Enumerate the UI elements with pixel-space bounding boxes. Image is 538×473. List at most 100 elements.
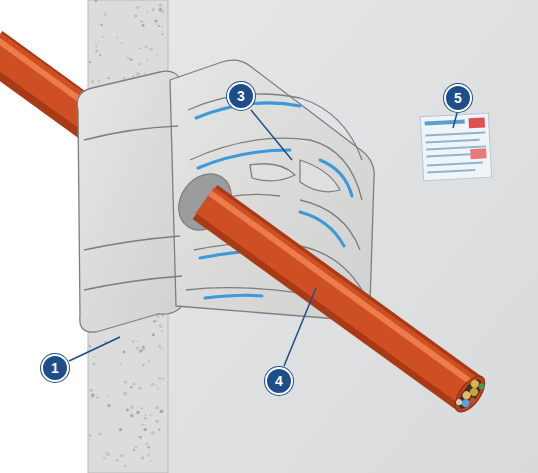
concrete-speckle [91,393,94,396]
concrete-speckle [91,80,94,83]
concrete-speckle [95,45,97,47]
label-plate [420,113,491,180]
concrete-speckle [89,61,91,63]
concrete-speckle [93,20,94,21]
concrete-speckle [142,424,144,426]
concrete-speckle [130,386,132,388]
concrete-speckle [99,54,101,56]
concrete-speckle [140,20,143,23]
concrete-speckle [136,6,139,9]
concrete-speckle [159,4,163,8]
concrete-speckle [124,465,126,467]
concrete-speckle [147,446,149,448]
concrete-speckle [151,431,155,435]
concrete-speckle [106,453,110,457]
concrete-speckle [162,377,165,380]
concrete-speckle [106,395,108,397]
leader-line [284,288,316,366]
concrete-speckle [102,36,104,38]
concrete-speckle [157,388,159,390]
concrete-speckle [133,76,135,78]
leader-line [453,113,457,128]
concrete-speckle [162,26,163,27]
concrete-speckle [136,72,140,76]
concrete-speckle [134,14,138,18]
concrete-speckle [161,326,163,328]
concrete-speckle [155,406,159,410]
concrete-speckle [121,42,123,44]
concrete-speckle [146,11,148,13]
concrete-speckle [158,429,160,431]
concrete-speckle [145,415,146,416]
concrete-speckle [151,383,154,386]
concrete-speckle [126,409,129,412]
concrete-speckle [135,446,137,448]
concrete-speckle [127,15,128,16]
concrete-speckle [159,381,161,383]
concrete-speckle [130,414,133,417]
concrete-speckle [151,460,153,462]
concrete-speckle [123,351,126,354]
concrete-speckle [155,419,159,423]
concrete-speckle [145,45,148,48]
concrete-speckle [107,77,109,79]
concrete-speckle [123,392,127,396]
concrete-speckle [130,58,133,61]
concrete-speckle [139,349,142,352]
concrete-speckle [133,449,135,451]
concrete-speckle [152,333,155,336]
concrete-speckle [162,17,164,19]
concrete-speckle [104,13,106,15]
callout-text: 4 [275,374,283,388]
concrete-speckle [103,457,106,460]
concrete-speckle [89,345,91,347]
leader-line [251,110,292,160]
leader-lines [69,110,457,366]
concrete-speckle [136,341,138,343]
concrete-speckle [128,57,130,59]
concrete-speckle [139,436,142,439]
concrete-speckle [145,442,148,445]
concrete-speckle [153,320,156,323]
concrete-speckle [144,72,146,74]
concrete-speckle [107,404,110,407]
concrete-speckle [149,48,153,52]
concrete-speckle [120,454,123,457]
cable [205,193,472,394]
concrete-speckle [144,417,147,420]
concrete-speckle [152,8,156,12]
concrete-speckle [91,397,92,398]
concrete-speckle [142,364,144,366]
concrete-speckle [119,362,121,364]
concrete-speckle [105,452,106,453]
concrete-speckle [150,414,151,415]
concrete-speckle [154,19,157,22]
concrete-speckle [142,24,145,27]
concrete-speckle [92,362,95,365]
concrete-speckle [139,47,141,49]
concrete-speckle [156,23,158,25]
callout-text: 1 [51,361,59,375]
concrete-speckle [136,347,140,351]
concrete-speckle [116,459,119,462]
concrete-speckle [147,454,150,457]
concrete-speckle [138,63,140,65]
concrete-speckle [161,330,163,332]
concrete-speckle [160,410,164,414]
concrete-speckle [89,388,93,392]
concrete-speckle [158,377,161,380]
concrete-speckle [98,433,101,436]
concrete-speckle [119,428,122,431]
callout-text: 3 [237,89,245,103]
concrete-speckle [142,346,145,349]
concrete-speckle [130,405,134,409]
callout-number: 4 [265,367,293,395]
concrete-speckle [105,15,107,17]
concrete-speckle [132,340,135,343]
concrete-speckle [158,345,161,348]
leader-line [69,337,120,361]
concrete-speckle [146,60,148,62]
concrete-speckle [132,383,135,386]
concrete-speckle [94,0,97,2]
concrete-speckle [138,436,139,437]
